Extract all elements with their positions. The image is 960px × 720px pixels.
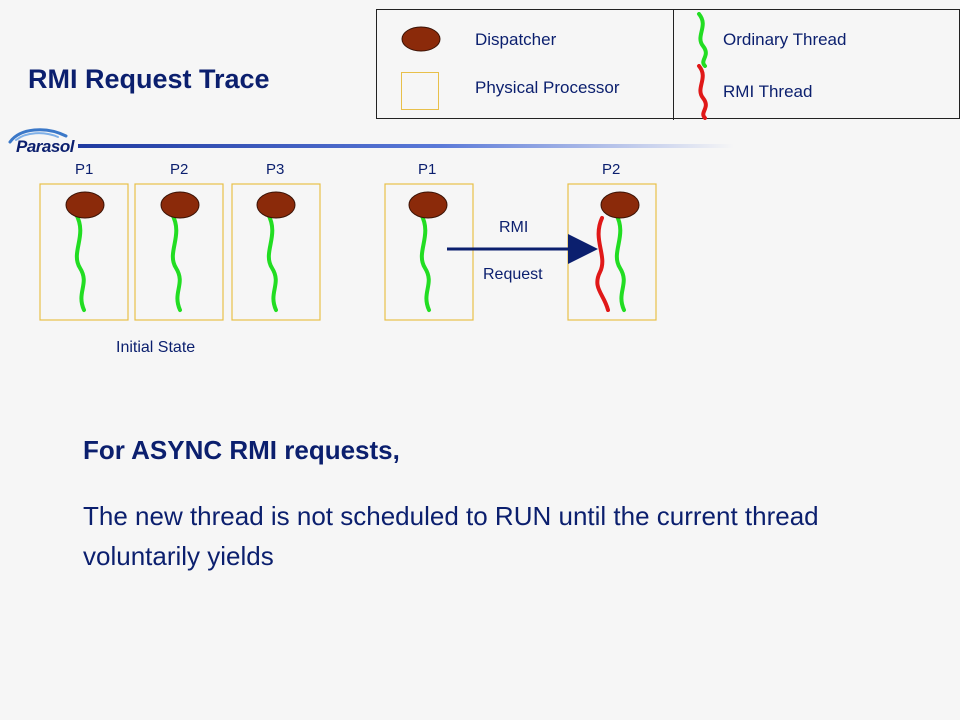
physical-processor-p3 bbox=[231, 183, 321, 321]
ordinary-thread bbox=[266, 212, 278, 312]
legend-rmi-thread-label: RMI Thread bbox=[723, 82, 813, 101]
header-rule bbox=[78, 144, 734, 148]
rmi-trace-diagram bbox=[39, 183, 657, 321]
initial-state-caption: Initial State bbox=[116, 339, 196, 356]
legend-dispatcher-label: Dispatcher bbox=[475, 30, 557, 49]
dispatcher bbox=[408, 191, 448, 219]
dispatcher bbox=[160, 191, 200, 219]
dispatcher bbox=[600, 191, 640, 219]
ordinary-thread bbox=[419, 212, 431, 312]
ordinary-thread bbox=[74, 212, 86, 312]
legend-divider bbox=[673, 10, 674, 120]
parasol-logo-icon bbox=[8, 128, 68, 144]
request-processor-label: P2 bbox=[602, 161, 621, 178]
body-text: The new thread is not scheduled to RUN u… bbox=[83, 501, 819, 571]
dispatcher bbox=[65, 191, 105, 219]
arrow-label-request: Request bbox=[483, 266, 543, 283]
ordinary-thread bbox=[170, 212, 182, 312]
physical-processor-legend-icon bbox=[401, 72, 439, 110]
async-heading: For ASYNC RMI requests, bbox=[83, 435, 400, 465]
dispatcher-legend-icon bbox=[401, 26, 441, 52]
physical-processor-p1 bbox=[39, 183, 129, 321]
request-processor-label: P1 bbox=[418, 161, 437, 178]
ordinary-thread-legend-icon bbox=[697, 12, 708, 68]
ordinary-thread bbox=[614, 212, 626, 312]
rmi-thread-legend-icon bbox=[697, 64, 708, 120]
dispatcher bbox=[256, 191, 296, 219]
legend: Dispatcher Physical Processor Ordinary T… bbox=[376, 9, 960, 120]
parasol-logo-text: Parasol bbox=[16, 137, 74, 156]
legend-physical-processor-label: Physical Processor bbox=[475, 78, 620, 97]
physical-processor-p2 bbox=[134, 183, 224, 321]
initial-processor-label: P1 bbox=[75, 161, 94, 178]
physical-processor-p1-request bbox=[384, 183, 474, 321]
legend-ordinary-thread-label: Ordinary Thread bbox=[723, 30, 847, 49]
initial-processor-label: P3 bbox=[266, 161, 285, 178]
initial-processor-label: P2 bbox=[170, 161, 189, 178]
rmi-thread bbox=[595, 216, 610, 312]
arrow-label-rmi: RMI bbox=[499, 219, 529, 236]
page-title: RMI Request Trace bbox=[28, 64, 270, 94]
